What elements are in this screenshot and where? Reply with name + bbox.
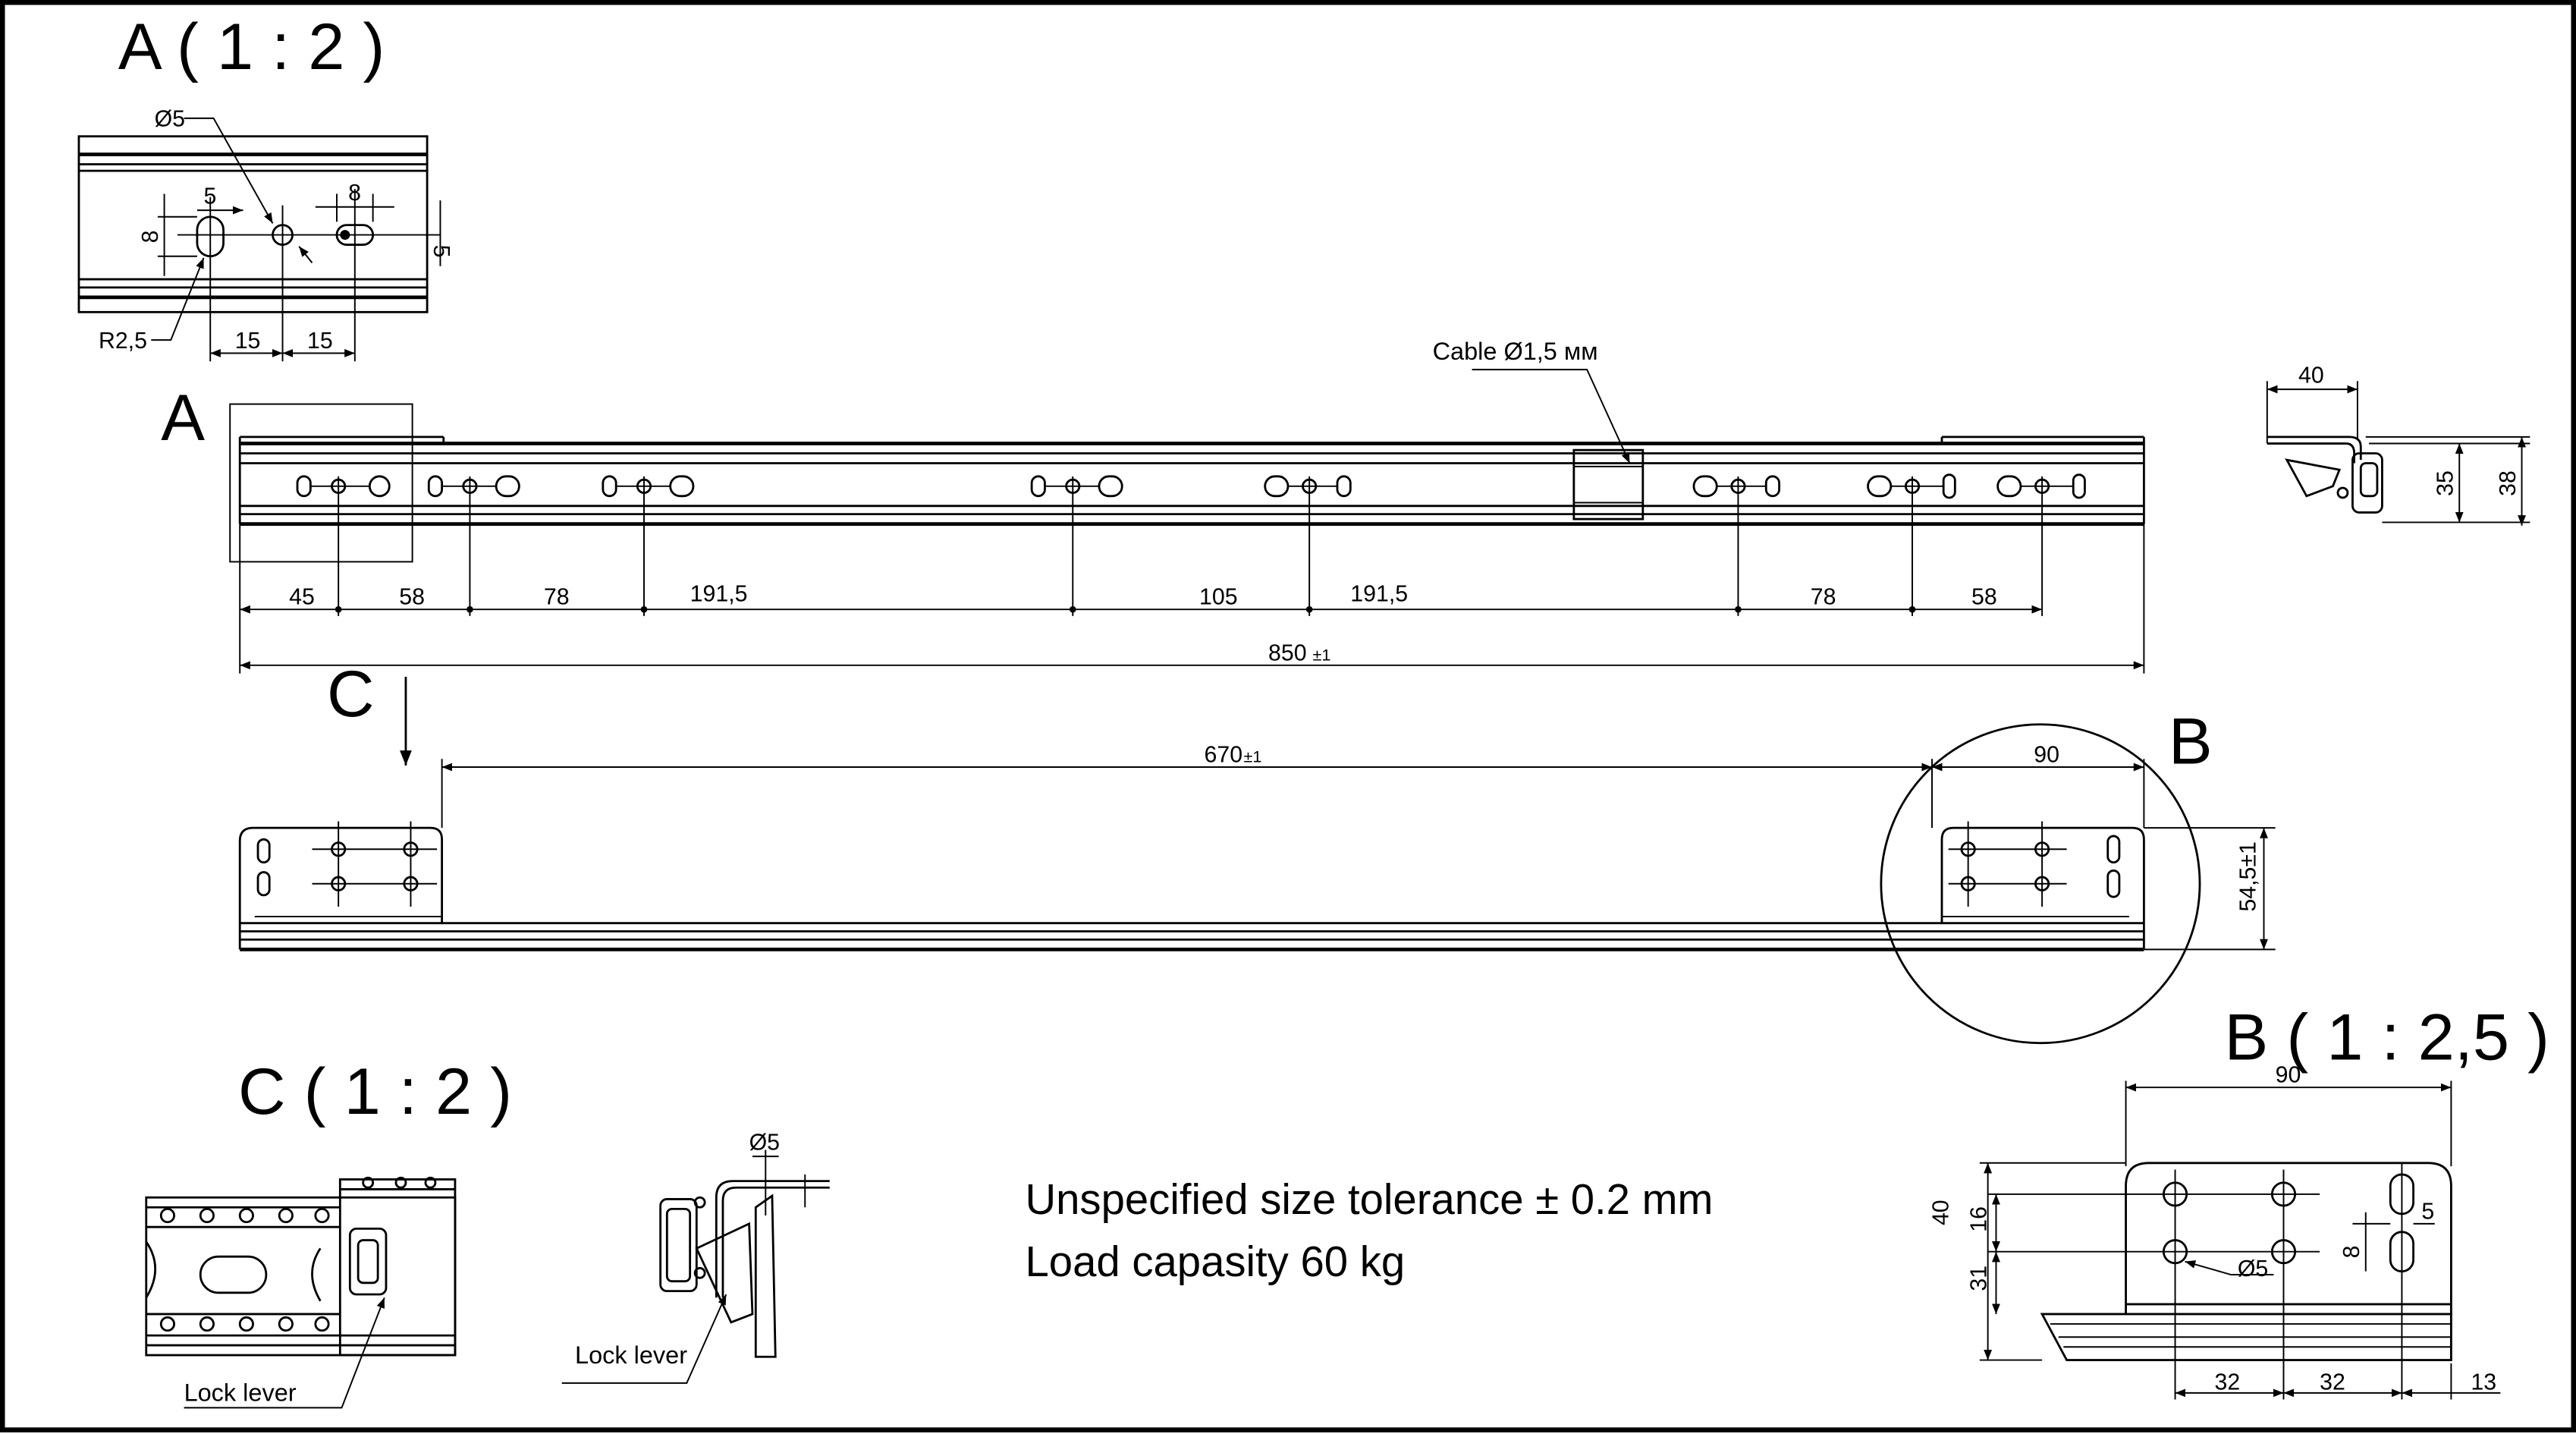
detail-a-dim-5-right: 5 xyxy=(429,245,454,258)
detail-c: C ( 1 : 2 ) Lock lever xyxy=(145,1055,512,1409)
notes: Unspecified size tolerance ± 0.2 mm Load… xyxy=(1025,1175,1713,1285)
lower-rail: C B 670 ±1 90 xyxy=(238,658,2276,1045)
spacing-0: 45 xyxy=(289,585,315,610)
cable-label: Cable Ø1,5 мм xyxy=(1433,338,1598,365)
detail-b-dim-5: 5 xyxy=(2421,1199,2434,1224)
detail-b-dim-32-a: 32 xyxy=(2215,1370,2241,1395)
detail-b-dim-32-b: 32 xyxy=(2320,1370,2345,1395)
lower-rail-tolerance: ±1 xyxy=(1244,747,1262,766)
spacing-3: 191,5 xyxy=(690,581,748,606)
section-height-outer: 38 xyxy=(2496,470,2521,496)
lower-rail-length: 670 xyxy=(1205,743,1243,768)
chain-dim-ticks xyxy=(335,605,1916,613)
total-tolerance: ±1 xyxy=(1312,645,1330,664)
side-view: Ø5 Lock lever xyxy=(561,1130,830,1384)
detail-a-dim-8-top: 8 xyxy=(348,181,361,206)
label-a: A xyxy=(161,382,205,454)
note-tolerance: Unspecified size tolerance ± 0.2 mm xyxy=(1025,1175,1713,1223)
detail-a-slot-radius: R2,5 xyxy=(99,329,147,354)
section-view: 40 35 38 xyxy=(2266,363,2530,526)
detail-b-dim-8: 8 xyxy=(2339,1245,2364,1258)
detail-a-hole-diameter: Ø5 xyxy=(155,107,185,132)
detail-b-hole-diameter: Ø5 xyxy=(2238,1256,2268,1281)
detail-b-width: 90 xyxy=(2276,1063,2301,1088)
spacing-1: 58 xyxy=(399,585,425,610)
detail-c-holes xyxy=(145,1176,437,1332)
detail-b-title: B ( 1 : 2,5 ) xyxy=(2225,1001,2549,1074)
detail-b: B ( 1 : 2,5 ) 90 40 16 31 xyxy=(1929,1001,2549,1400)
spacing-7: 58 xyxy=(1971,585,1997,610)
total-length: 850 xyxy=(1268,640,1307,665)
detail-a-dim-8-left: 8 xyxy=(138,231,163,244)
detail-b-height-total: 40 xyxy=(1929,1200,1954,1225)
spacing-4: 105 xyxy=(1199,585,1238,610)
detail-a-title: A ( 1 : 2 ) xyxy=(118,11,385,83)
note-load: Load capasity 60 kg xyxy=(1025,1237,1405,1285)
bracket-width: 90 xyxy=(2034,743,2059,768)
spacing-2: 78 xyxy=(544,585,570,610)
detail-b-dim-31: 31 xyxy=(1966,1266,1991,1291)
lower-rail-height: 54,5±1 xyxy=(2236,841,2261,911)
section-width: 40 xyxy=(2298,363,2324,388)
label-b: B xyxy=(2169,706,2213,778)
side-lock-lever: Lock lever xyxy=(575,1341,687,1369)
detail-b-dim-16: 16 xyxy=(1966,1206,1991,1232)
detail-a-dim-15-right: 15 xyxy=(307,329,333,354)
detail-c-lock-lever: Lock lever xyxy=(184,1379,297,1407)
label-c: C xyxy=(327,658,375,731)
main-rail: A Cable Ø1,5 мм xyxy=(161,338,2145,674)
spacing-6: 78 xyxy=(1811,585,1836,610)
section-height-inner: 35 xyxy=(2433,470,2458,496)
rail-holes xyxy=(296,473,2086,499)
detail-b-dim-13: 13 xyxy=(2471,1370,2496,1395)
detail-a-dim-5-top: 5 xyxy=(204,184,217,209)
detail-a: A ( 1 : 2 ) 15 15 8 5 xyxy=(77,11,454,362)
side-hole-diameter: Ø5 xyxy=(749,1130,780,1155)
spacing-5: 191,5 xyxy=(1350,581,1408,606)
detail-c-title: C ( 1 : 2 ) xyxy=(238,1055,512,1128)
detail-a-dim-15-left: 15 xyxy=(235,329,261,354)
